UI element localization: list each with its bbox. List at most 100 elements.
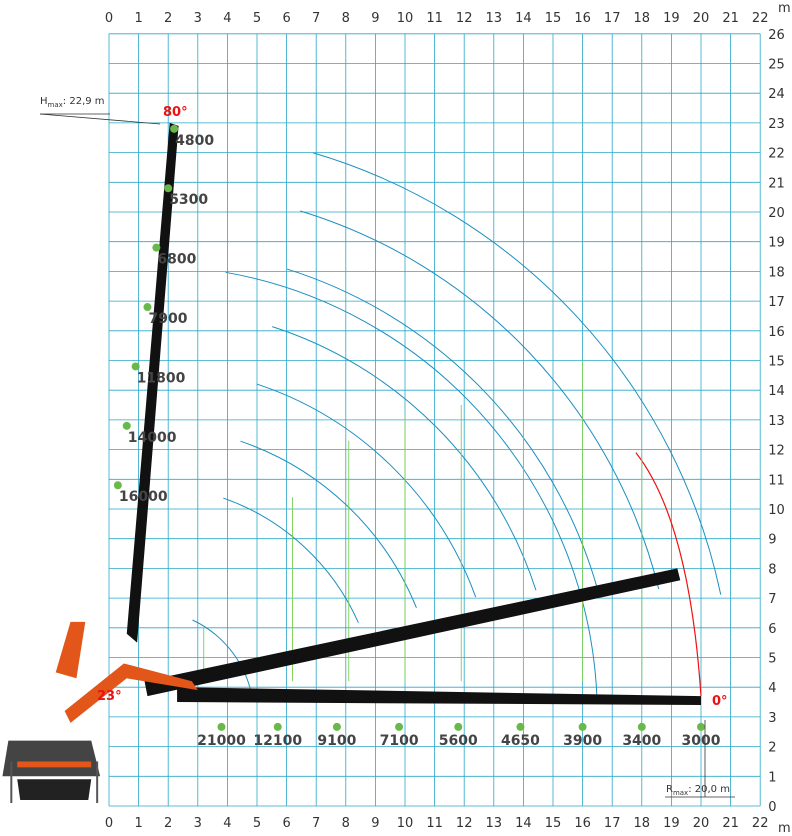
load-label-0deg: 4650	[501, 733, 540, 749]
x-tick-label-bottom: 6	[282, 816, 290, 831]
x-tick-label-bottom: 20	[693, 816, 710, 831]
y-tick-label: 13	[768, 414, 785, 429]
x-tick-label-bottom: 21	[722, 816, 739, 831]
load-point-0deg	[697, 722, 705, 731]
y-tick-label: 12	[768, 444, 785, 459]
radius-arc	[256, 383, 477, 598]
load-point-0deg	[332, 722, 341, 731]
load-point-80deg	[170, 124, 179, 133]
x-tick-label-bottom: 5	[253, 816, 261, 831]
y-tick-label: 7	[768, 592, 776, 607]
y-tick-label: 10	[768, 503, 785, 518]
load-label-0deg: 3900	[563, 733, 602, 749]
crane-illustration	[2, 122, 701, 804]
x-tick-label-bottom: 9	[371, 816, 379, 831]
x-tick-label-bottom: 22	[752, 816, 769, 831]
x-tick-label-bottom: 18	[634, 816, 651, 831]
y-tick-label: 19	[768, 236, 785, 251]
load-label-0deg: 12100	[253, 733, 302, 749]
y-tick-label: 0	[768, 800, 776, 815]
x-tick-label-bottom: 3	[194, 816, 202, 831]
radius-arc	[223, 497, 359, 623]
x-tick-label-bottom: 16	[574, 816, 591, 831]
x-tick-label-top: 11	[426, 11, 443, 26]
axis-labels: 0011223344556677889910101111121213131414…	[105, 1, 791, 836]
load-point-0deg	[217, 722, 226, 731]
load-label-0deg: 3000	[682, 733, 721, 749]
x-tick-label-bottom: 4	[223, 816, 231, 831]
y-tick-label: 9	[768, 533, 776, 548]
x-tick-label-top: 3	[194, 11, 202, 26]
y-tick-label: 8	[768, 562, 776, 577]
knuckle-arm	[64, 663, 198, 723]
x-tick-label-bottom: 0	[105, 816, 113, 831]
x-tick-label-bottom: 15	[545, 816, 562, 831]
x-tick-label-bottom: 14	[515, 816, 532, 831]
x-tick-label-top: 19	[663, 11, 680, 26]
y-tick-label: 25	[768, 58, 785, 73]
x-tick-label-top: 7	[312, 11, 320, 26]
x-tick-label-top: 22	[752, 11, 769, 26]
y-unit-label: m	[778, 1, 791, 16]
y-tick-label: 21	[768, 176, 785, 191]
y-tick-label: 2	[768, 741, 776, 756]
x-tick-label-top: 16	[574, 11, 591, 26]
x-tick-label-top: 13	[486, 11, 503, 26]
x-tick-label-top: 14	[515, 11, 532, 26]
x-tick-label-bottom: 7	[312, 816, 320, 831]
load-point-0deg	[454, 722, 463, 731]
x-tick-label-top: 12	[456, 11, 473, 26]
y-tick-label: 3	[768, 711, 776, 726]
max-reach-arc	[635, 452, 702, 697]
y-tick-label: 14	[768, 384, 785, 399]
y-tick-label: 26	[768, 28, 785, 43]
load-point-80deg	[131, 362, 140, 371]
column	[55, 621, 86, 679]
load-point-80deg	[164, 184, 173, 193]
load-label-80deg: 11800	[137, 370, 186, 386]
hmax-label: Hmax: 22,9 m	[40, 96, 105, 109]
radius-arc	[300, 210, 660, 590]
boom-0deg	[177, 687, 701, 706]
x-tick-label-top: 5	[253, 11, 261, 26]
x-tick-label-bottom: 12	[456, 816, 473, 831]
x-tick-label-bottom: 19	[663, 816, 680, 831]
load-point-80deg	[122, 421, 131, 430]
base-body	[2, 740, 101, 777]
tracks	[17, 779, 92, 801]
angle-23-label: 23°	[97, 689, 122, 704]
y-tick-label: 4	[768, 681, 776, 696]
angle-0-label: 0°	[712, 694, 728, 709]
radius-arc	[272, 326, 537, 591]
radius-arc	[192, 619, 251, 690]
x-unit-label: m	[778, 821, 791, 836]
load-point-80deg	[113, 481, 122, 490]
x-tick-label-top: 20	[693, 11, 710, 26]
x-tick-label-bottom: 11	[426, 816, 443, 831]
x-tick-label-bottom: 1	[134, 816, 142, 831]
radius-arc	[286, 268, 598, 588]
angle-80-label: 80°	[163, 105, 188, 120]
x-tick-label-top: 4	[223, 11, 231, 26]
x-tick-label-top: 15	[545, 11, 562, 26]
load-point-0deg	[395, 722, 404, 731]
y-tick-label: 18	[768, 265, 785, 280]
radius-arcs	[192, 152, 722, 702]
y-tick-label: 20	[768, 206, 785, 221]
load-label-80deg: 6800	[157, 252, 196, 268]
y-tick-label: 1	[768, 770, 776, 785]
load-point-80deg	[143, 303, 152, 312]
y-tick-label: 6	[768, 622, 776, 637]
y-tick-label: 23	[768, 117, 785, 132]
radius-arc	[312, 152, 722, 595]
x-tick-label-top: 1	[134, 11, 142, 26]
x-tick-label-top: 17	[604, 11, 621, 26]
load-label-0deg: 21000	[197, 733, 246, 749]
x-tick-label-top: 2	[164, 11, 172, 26]
y-tick-label: 5	[768, 652, 776, 667]
x-tick-label-top: 18	[634, 11, 651, 26]
load-label-0deg: 7100	[380, 733, 419, 749]
x-tick-label-bottom: 8	[342, 816, 350, 831]
